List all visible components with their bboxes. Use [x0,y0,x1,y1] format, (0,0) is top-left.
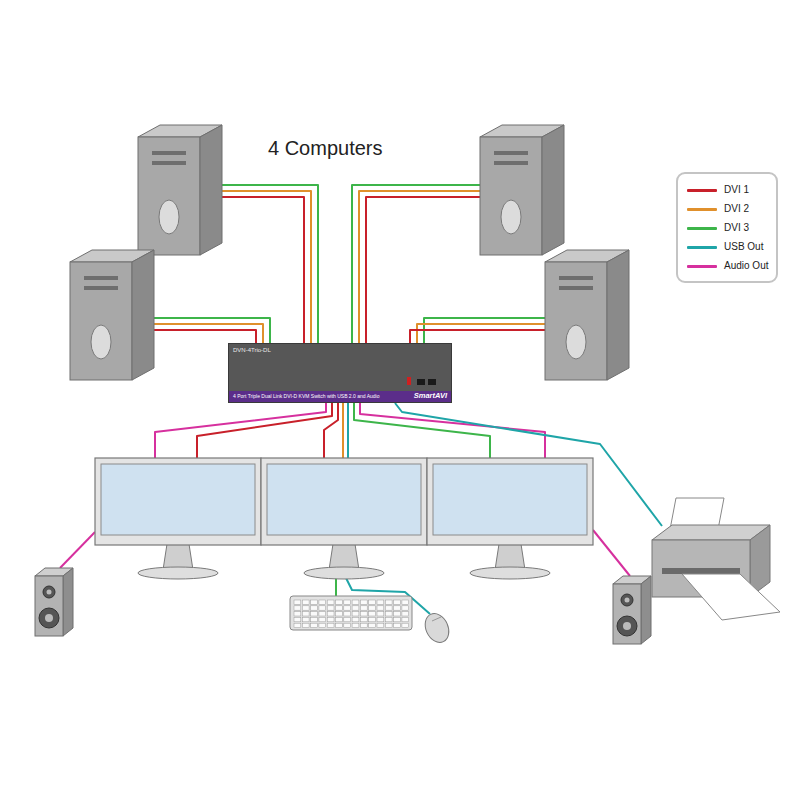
cable [222,197,304,343]
legend-swatch [687,208,717,211]
cable [335,578,337,596]
cable [593,530,630,576]
legend-text: DVI 3 [724,221,749,235]
cable [347,403,349,458]
legend-box: DVI 1 DVI 2 DVI 3 USB OutAudio Out [676,172,778,283]
cable [222,191,311,343]
legend-row: DVI 3 [678,221,776,235]
legend-text: DVI 1 [724,183,749,197]
legend-row: Audio Out [678,259,776,273]
legend-text: Audio Out [724,259,768,273]
legend-text: DVI 2 [724,202,749,216]
legend-row: USB Out [678,240,776,254]
product-description: 4 Port Triple Dual Link DVI-D KVM Switch… [233,394,379,400]
cable [342,403,344,458]
cable [417,324,545,343]
legend-row: DVI 2 [678,202,776,216]
cable [354,403,490,458]
cable [352,185,480,343]
legend-swatch [687,189,717,192]
cable [60,532,95,568]
cable [154,330,256,343]
cable [359,191,480,343]
cable [410,330,545,343]
kvm-switch: DVN-4Trio-DL 4 Port Triple Dual Link DVI-… [228,343,452,403]
switch-button [407,377,411,385]
switch-button [417,379,425,385]
cable [324,403,338,458]
legend-swatch [687,265,717,268]
switch-button [428,379,436,385]
diagram-title: 4 Computers [268,137,383,159]
legend-row: DVI 1 [678,183,776,197]
legend-swatch [687,227,717,230]
cable [197,403,332,458]
legend-text: USB Out [724,240,763,254]
cable [154,324,263,343]
legend-swatch [687,246,717,249]
cable [154,318,270,343]
model-label: DVN-4Trio-DL [233,347,271,354]
brand-logo: SmartAVI [414,392,447,400]
